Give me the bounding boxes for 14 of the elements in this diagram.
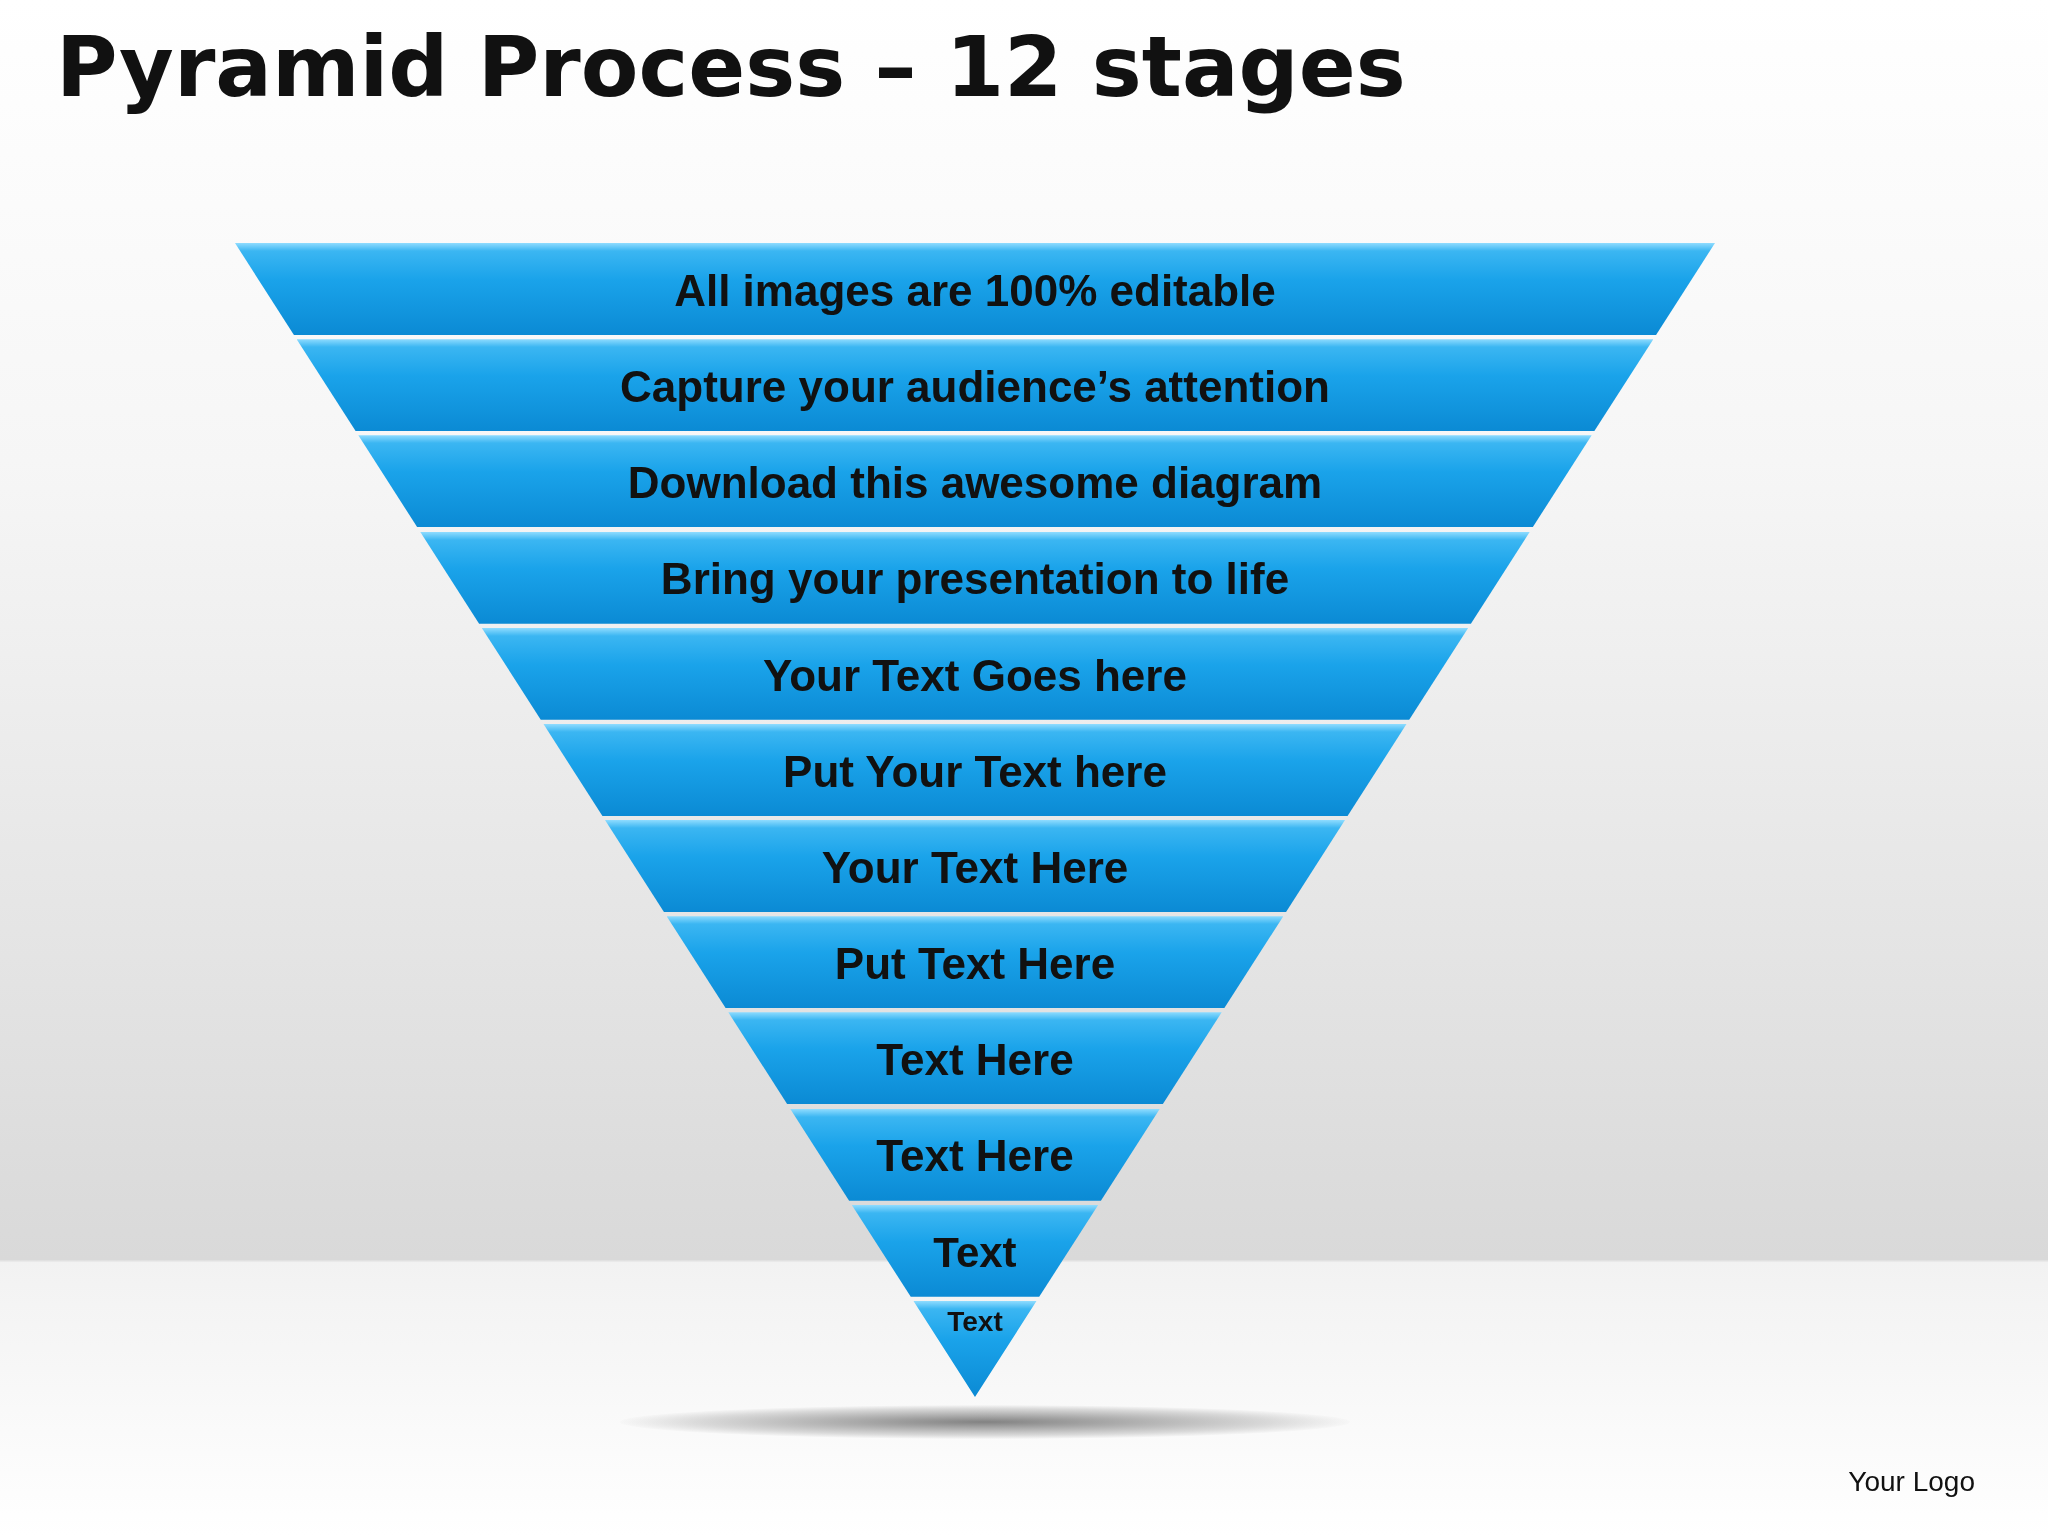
band-label: Text Here: [876, 1132, 1074, 1181]
band-label: Your Text Goes here: [763, 651, 1187, 700]
band-label: Bring your presentation to life: [660, 555, 1290, 604]
band-label: Your Text Here: [821, 843, 1129, 893]
band-label: Text: [947, 1306, 1003, 1338]
footer-note: Your Logo: [1848, 1466, 1975, 1498]
band-label: Download this awesome diagram: [627, 459, 1323, 508]
band-label: All images are 100% editable: [674, 266, 1276, 316]
band-label: Text: [933, 1229, 1017, 1276]
band-label: Capture your audience’s attention: [620, 363, 1330, 412]
band-label: Text Here: [876, 1036, 1074, 1085]
title: Pyramid Process – 12 stages: [56, 18, 1406, 116]
band-label: Put Your Text here: [783, 747, 1167, 797]
band-label: Put Text Here: [834, 940, 1116, 989]
